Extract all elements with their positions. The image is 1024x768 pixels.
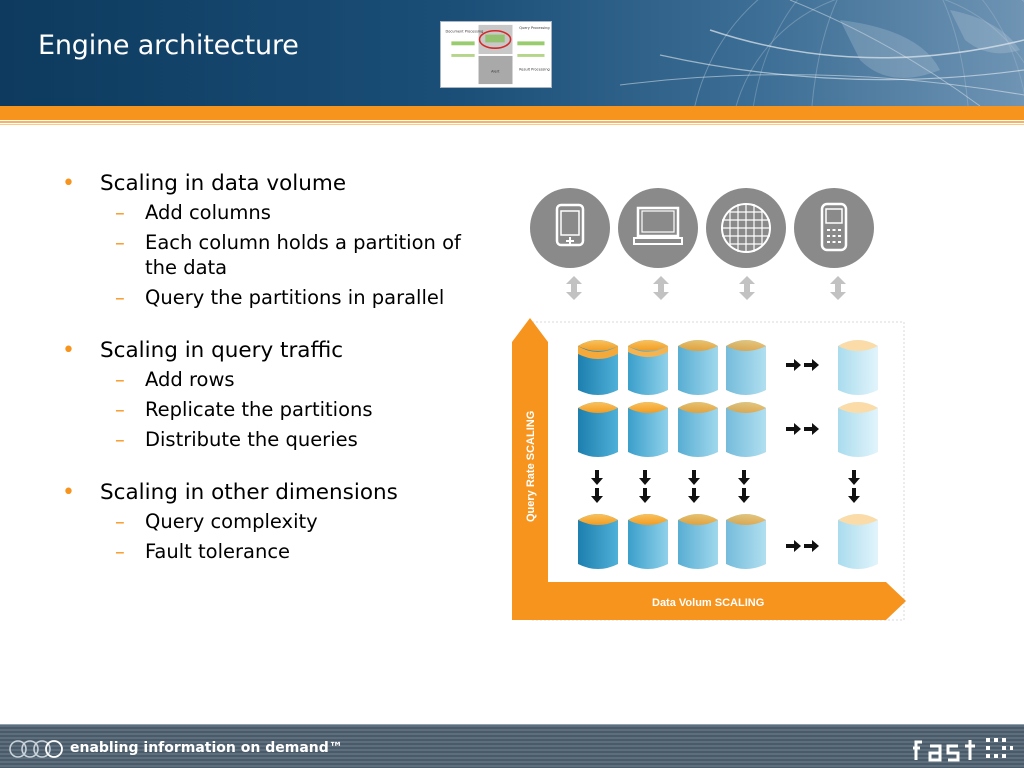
sub-bullet: Distribute the queries bbox=[102, 427, 492, 452]
computer-icon bbox=[618, 188, 698, 268]
rings-logo-icon bbox=[9, 740, 63, 758]
bullet-3: Scaling in other dimensions bbox=[62, 479, 492, 507]
partition-grid bbox=[578, 340, 878, 569]
sub-bullet: Query the partitions in parallel bbox=[102, 285, 492, 310]
bullet-2-subs: Add rows Replicate the partitions Distri… bbox=[62, 367, 492, 452]
fast-logo-icon bbox=[913, 738, 1013, 762]
thumb-label-query: Query Processing bbox=[519, 26, 549, 30]
thumb-label-result: Result Processing bbox=[519, 68, 549, 72]
sub-bullet: Add columns bbox=[102, 200, 492, 225]
sub-bullet: Replicate the partitions bbox=[102, 397, 492, 422]
y-axis-label: Query Rate SCALING bbox=[525, 411, 537, 522]
sub-bullet: Each column holds a partition of the dat… bbox=[102, 230, 492, 280]
bullet-1: Scaling in data volume bbox=[62, 170, 492, 198]
orange-stripe bbox=[0, 106, 1024, 120]
globe-icon bbox=[706, 188, 786, 268]
thumb-label-document: Document Processing bbox=[446, 30, 484, 34]
orange-thin-stripe-2 bbox=[0, 124, 1024, 125]
y-axis-arrow bbox=[512, 318, 548, 620]
phone-icon bbox=[794, 188, 874, 268]
thumb-label-alert: Alert bbox=[491, 69, 500, 73]
footer-band bbox=[0, 725, 1024, 768]
architecture-thumbnail: Document Processing Query Processing Ale… bbox=[440, 21, 552, 88]
down-arrow-icon bbox=[591, 470, 860, 503]
double-arrow-icon bbox=[566, 276, 846, 300]
sub-bullet: Fault tolerance bbox=[102, 539, 492, 564]
bullet-1-subs: Add columns Each column holds a partitio… bbox=[62, 200, 492, 310]
x-axis-arrow bbox=[512, 582, 906, 620]
sub-bullet: Query complexity bbox=[102, 509, 492, 534]
right-arrow-icon bbox=[786, 359, 819, 552]
x-axis-label: Data Volum SCALING bbox=[652, 597, 764, 609]
scaling-diagram: Query Rate SCALING Data Volum SCALING bbox=[512, 188, 906, 621]
tablet-icon bbox=[530, 188, 610, 268]
globe-network-graphic bbox=[619, 0, 1024, 106]
bullet-2: Scaling in query traffic bbox=[62, 337, 492, 365]
slide-title: Engine architecture bbox=[38, 30, 299, 61]
sub-bullet: Add rows bbox=[102, 367, 492, 392]
footer-tagline: enabling information on demand™ bbox=[70, 740, 343, 756]
bullet-3-subs: Query complexity Fault tolerance bbox=[62, 509, 492, 564]
orange-thin-stripe bbox=[0, 121, 1024, 123]
bullet-list: Scaling in data volume Add columns Each … bbox=[62, 170, 492, 569]
